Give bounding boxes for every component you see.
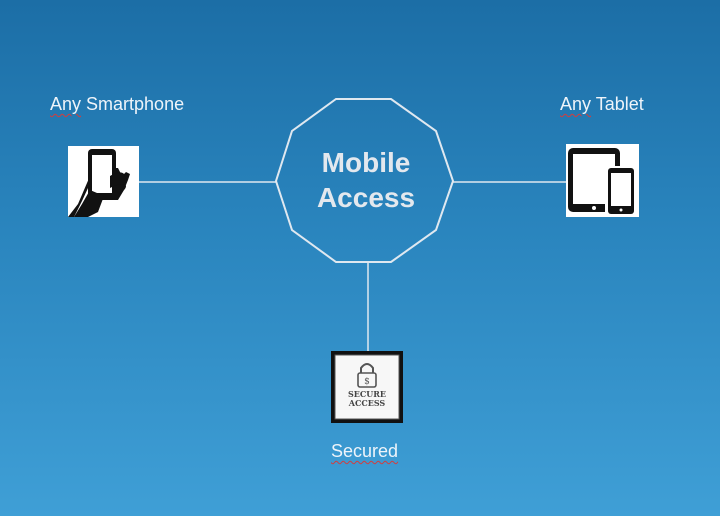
- secure-badge-line1: SECURE: [348, 389, 386, 399]
- smartphone-label-rest: Smartphone: [81, 94, 185, 114]
- center-title-line1: Mobile: [322, 147, 411, 178]
- hand-smartphone-icon: [68, 146, 139, 217]
- secure-access-lock-icon: $ SECURE ACCESS: [331, 351, 403, 423]
- smartphone-label-prefix: Any: [50, 94, 82, 114]
- mobile-access-decagon: [274, 98, 455, 263]
- secure-badge-line2: ACCESS: [348, 398, 386, 408]
- center-title-line2: Access: [317, 182, 415, 213]
- secured-label-text: Secured: [331, 441, 399, 461]
- svg-text:$: $: [364, 377, 370, 387]
- tablet-label: Any Tablet: [560, 94, 644, 115]
- smartphone-label: Any Smartphone: [50, 94, 184, 115]
- tablet-label-rest: Tablet: [591, 94, 644, 114]
- tablet-phone-icon: [566, 144, 639, 217]
- secured-label: Secured: [331, 441, 398, 462]
- tablet-label-prefix: Any: [560, 94, 592, 114]
